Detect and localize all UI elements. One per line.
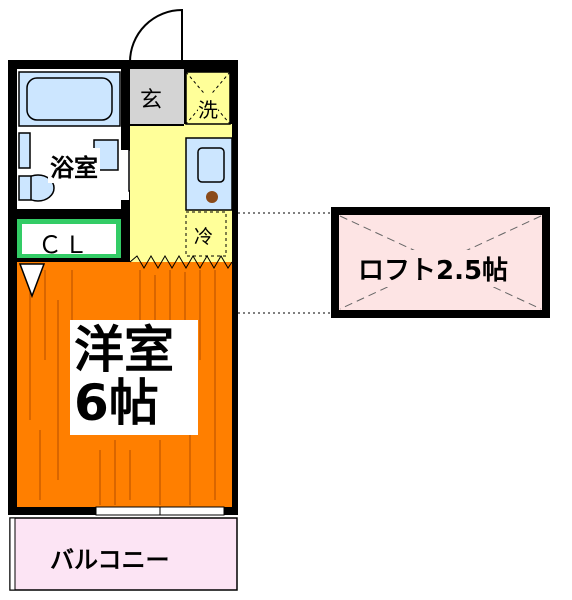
floor-texture — [29, 270, 216, 505]
washer-label: 洗 — [198, 94, 218, 123]
fridge-label: 冷 — [194, 222, 214, 249]
closet-label: ＣＬ — [38, 231, 90, 259]
loft-label: ロフト2.5帖 — [358, 250, 509, 287]
toilet-icon — [18, 132, 55, 202]
western-room-label: 洋室 6帖 — [70, 320, 198, 435]
genkan-label: 玄 — [140, 82, 163, 114]
kitchen-room-divider — [129, 255, 233, 269]
balcony-label: バルコニー — [50, 546, 170, 574]
bath-label: 浴室 — [48, 148, 100, 183]
western-room-size: 6帖 — [74, 373, 159, 432]
balcony-area — [9, 517, 238, 591]
bathtub-icon — [18, 71, 121, 127]
closet-door-icon — [18, 263, 46, 299]
kitchen-sink-icon — [185, 137, 233, 211]
door-swing-icon — [129, 8, 183, 63]
western-room-name: 洋室 — [74, 321, 174, 379]
